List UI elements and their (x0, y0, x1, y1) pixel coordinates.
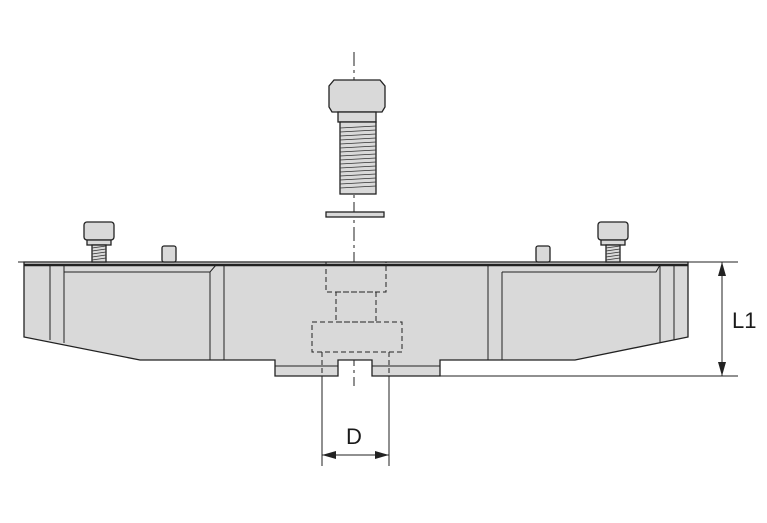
clamp-block (23, 261, 689, 377)
d-label: D (346, 424, 362, 449)
right-pin (535, 245, 551, 263)
l1-label: L1 (732, 308, 756, 333)
left-pin (161, 245, 177, 263)
screw-neck (337, 111, 377, 123)
screw-thread (339, 125, 377, 189)
block-body (23, 261, 689, 377)
washer (325, 211, 385, 218)
d-dimension: D (321, 376, 390, 466)
l1-dimension: L1 (440, 261, 756, 377)
screw-head (328, 79, 386, 113)
cap-screw (328, 79, 386, 195)
hidden-pocket (311, 261, 403, 376)
left-small-screw (83, 221, 115, 263)
right-small-screw (597, 221, 629, 263)
